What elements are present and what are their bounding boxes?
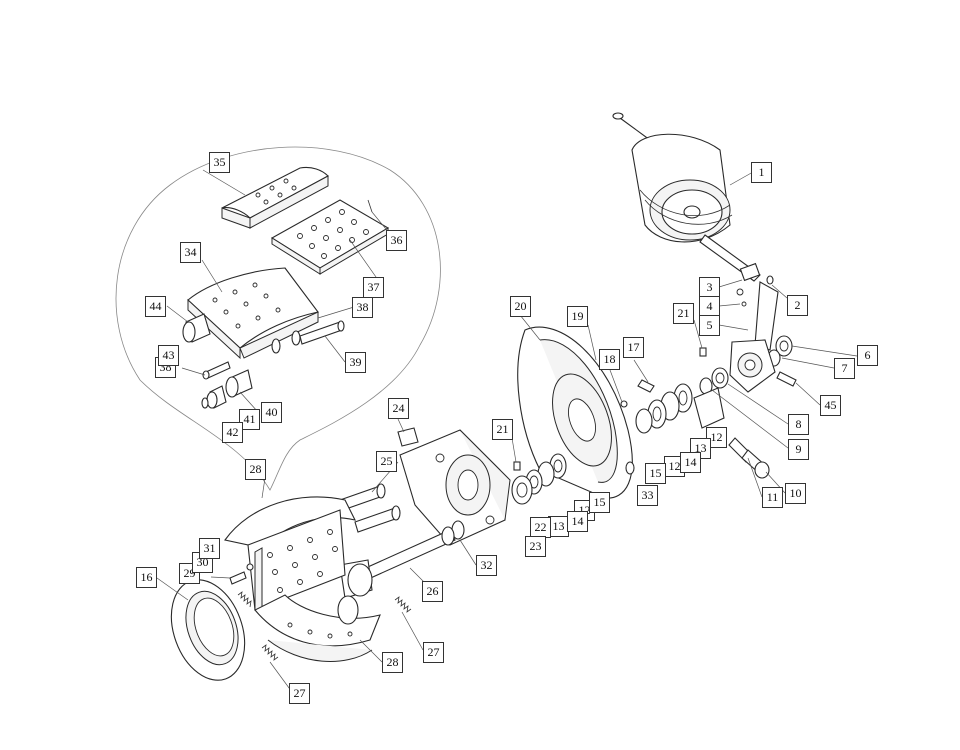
callout-25: 25 [376,451,397,472]
part-21-fitting-upper [699,347,707,357]
callout-15-right: 15 [645,463,666,484]
callout-34: 34 [180,242,201,263]
callout-13-left: 13 [548,516,569,537]
callout-12-right-a: 12 [706,427,727,448]
callout-9: 9 [788,439,809,460]
callout-14-right: 14 [680,452,701,473]
part-35-lining-plate [221,166,329,229]
part-camshaft-bracket [635,383,725,434]
callout-28-upper: 28 [245,459,266,480]
part-19-20-dust-shield [517,326,633,499]
callout-5: 5 [699,315,720,336]
callout-2: 2 [787,295,808,316]
part-44-roller [182,313,211,343]
part-29-31-hardware [229,563,254,585]
part-24-25-spider [397,427,511,546]
callout-18: 18 [599,349,620,370]
callout-21-lower: 21 [492,419,513,440]
callout-36: 36 [386,230,407,251]
callout-10: 10 [785,483,806,504]
callout-27-bottom: 27 [289,683,310,704]
callout-38-right: 38 [352,297,373,318]
callout-15-left: 15 [589,492,610,513]
part-2-5-clevis [736,262,779,351]
part-28-brake-shoe-upper [224,496,357,613]
callout-8: 8 [788,414,809,435]
callout-22: 22 [530,517,551,538]
callout-41: 41 [239,409,260,430]
part-34-brake-shoe-detail [187,267,319,360]
callout-35: 35 [209,152,230,173]
part-37-friction-plate [270,199,390,275]
callout-33: 33 [637,485,658,506]
part-43-bolt [202,361,231,380]
part-1-brake-chamber [612,112,761,282]
callout-28-lower: 28 [382,652,403,673]
part-40-41-bushings [201,369,253,409]
callout-44: 44 [145,296,166,317]
callout-23: 23 [525,536,546,557]
part-26-camshaft [339,526,456,599]
part-17-18-fittings [620,379,655,408]
callout-1: 1 [751,162,772,183]
callout-24: 24 [388,398,409,419]
part-27-return-springs [237,591,412,661]
callout-11: 11 [762,487,783,508]
part-21-fitting-lower [513,461,521,471]
part-slack-adjuster [729,339,776,393]
callout-26: 26 [422,581,443,602]
leader-lines [156,169,858,693]
callout-40: 40 [261,402,282,423]
callout-19: 19 [567,306,588,327]
callout-7: 7 [834,358,855,379]
callout-20: 20 [510,296,531,317]
callout-14-left: 14 [567,511,588,532]
part-28-brake-shoe-lower [254,594,381,662]
callout-43: 43 [158,345,179,366]
callout-32: 32 [476,555,497,576]
callout-4: 4 [699,296,720,317]
callout-42: 42 [222,422,243,443]
callout-37: 37 [363,277,384,298]
part-16-drum-ring [170,579,246,681]
callout-6: 6 [857,345,878,366]
part-33-clip [625,461,635,475]
part-39-pin [299,320,345,345]
callout-3: 3 [699,277,720,298]
part-camshaft-seals [511,453,567,505]
part-45-bolt [776,371,797,387]
detail-bubble-outline [115,146,441,491]
callout-17: 17 [623,337,644,358]
callout-27-right: 27 [423,642,444,663]
part-10-11-bolts [728,437,770,479]
callout-16: 16 [136,567,157,588]
callout-45: 45 [820,395,841,416]
callout-31: 31 [199,538,220,559]
callout-21-upper: 21 [673,303,694,324]
callout-39: 39 [345,352,366,373]
